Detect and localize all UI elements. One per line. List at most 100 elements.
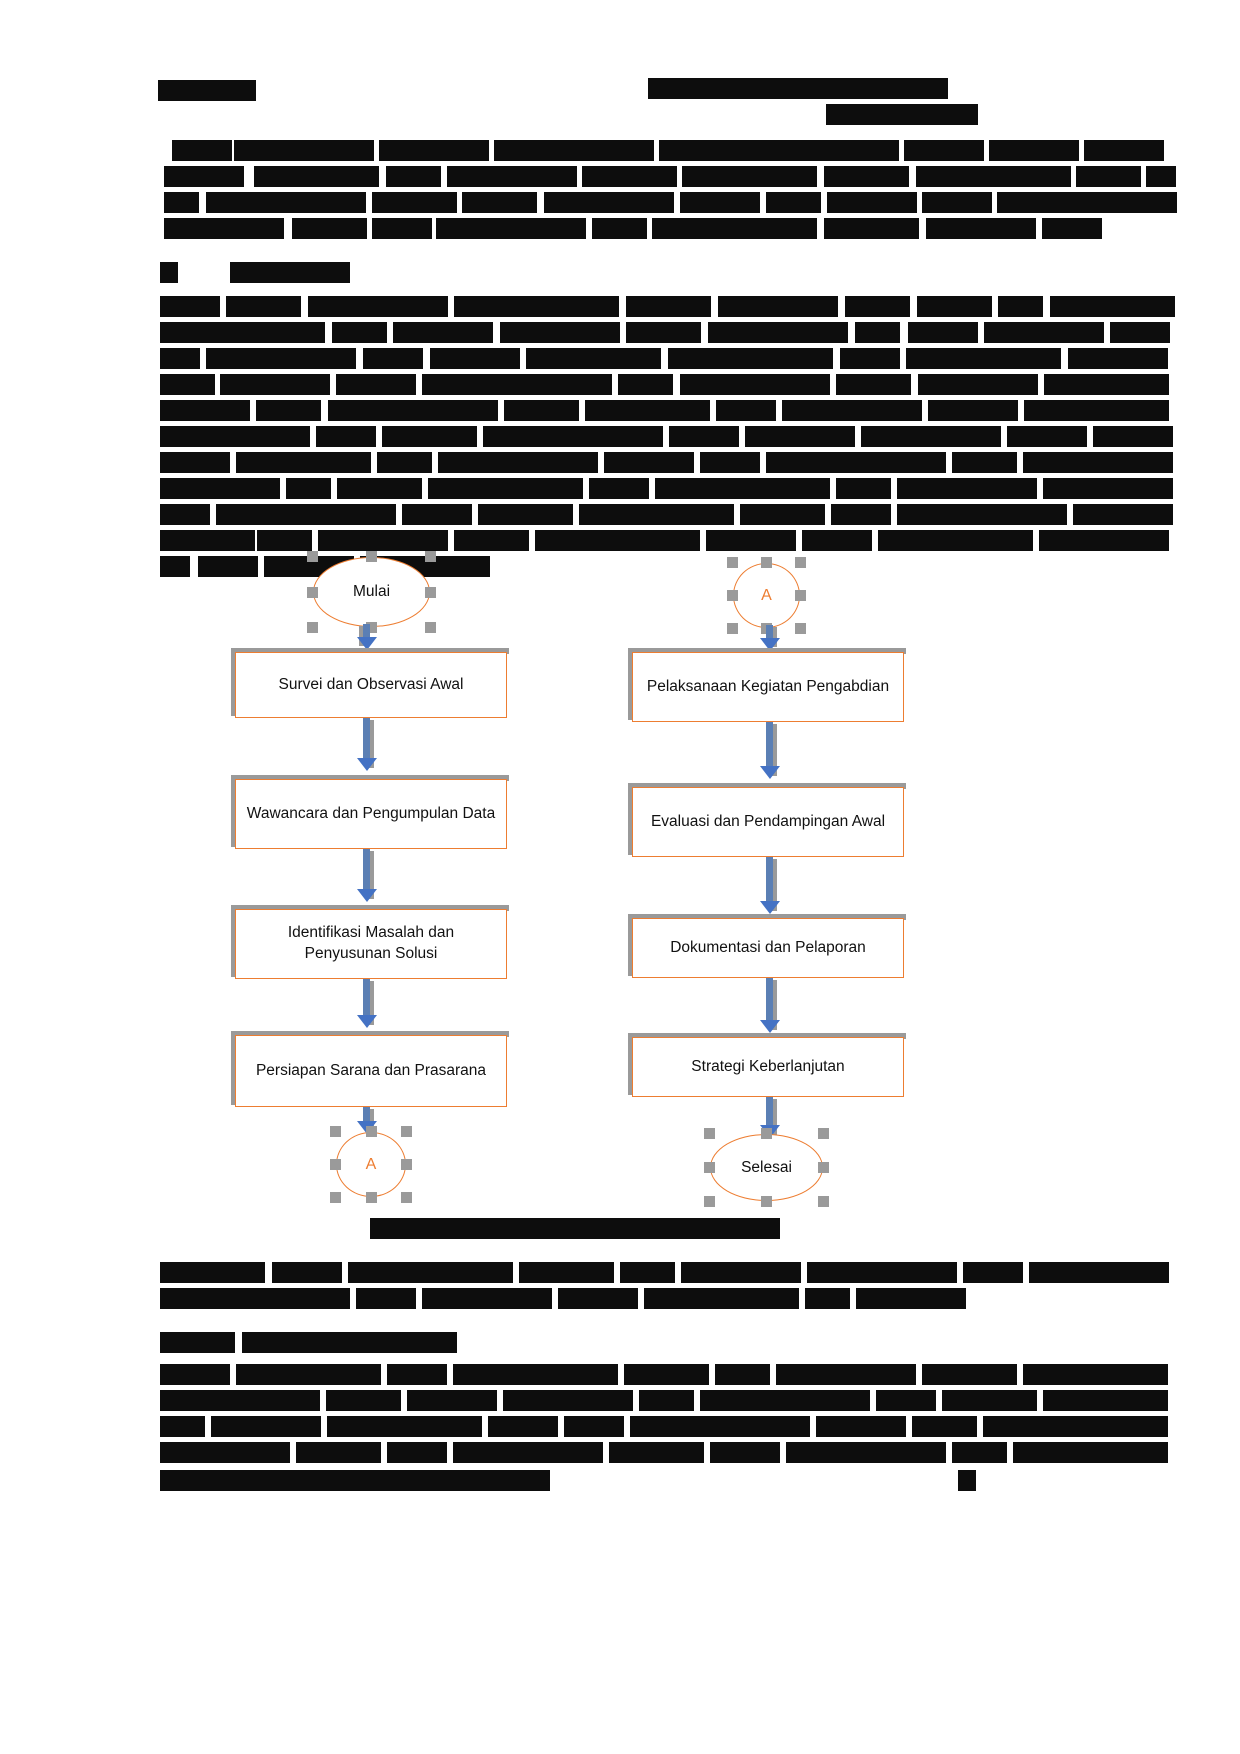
redacted-text-run (236, 1364, 381, 1385)
connector-mulai-step1[interactable] (363, 624, 370, 642)
redacted-text-run (963, 1262, 1023, 1283)
redacted-text-run (824, 218, 919, 239)
redacted-text-run (922, 1364, 1017, 1385)
redacted-text-run (845, 296, 910, 317)
flow-node-label: A (761, 586, 772, 604)
redacted-text-run (626, 296, 711, 317)
redacted-text-run (296, 1442, 381, 1463)
redacted-text-line (160, 348, 1168, 369)
redacted-text-run (292, 218, 367, 239)
redacted-text-run (348, 1262, 513, 1283)
redacted-text-run (257, 530, 312, 551)
redacted-text-run (318, 530, 448, 551)
redacted-text-line (164, 192, 1177, 213)
flow-node-survei-observasi-awal[interactable]: Survei dan Observasi Awal (235, 652, 507, 718)
flow-node-label: A (365, 1155, 377, 1173)
flow-node-dokumentasi-pelaporan[interactable]: Dokumentasi dan Pelaporan (632, 918, 904, 978)
redacted-text-run (1024, 400, 1169, 421)
redacted-text-run (916, 166, 1071, 187)
page-number-redacted (958, 1470, 988, 1496)
redacted-text-run (776, 1364, 916, 1385)
redacted-text-run (519, 1262, 614, 1283)
redacted-text-run (337, 478, 422, 499)
redacted-text-run (897, 478, 1037, 499)
flow-node-mulai[interactable]: Mulai (307, 551, 436, 633)
redacted-text-run (164, 192, 199, 213)
redacted-text-run (669, 426, 739, 447)
connector-step6-step7[interactable] (766, 857, 773, 907)
flow-node-evaluasi-pendampingan-awal[interactable]: Evaluasi dan Pendampingan Awal (632, 787, 904, 857)
redacted-text-run (824, 166, 909, 187)
paragraph-2-redacted (160, 296, 1175, 582)
redacted-text-run (372, 218, 432, 239)
redacted-text-line (160, 530, 1169, 551)
redacted-text-run (564, 1416, 624, 1437)
header-left-redacted (158, 80, 278, 106)
flow-node-persiapan-sarana-prasarana[interactable]: Persiapan Sarana dan Prasarana (235, 1035, 507, 1107)
connector-step3-step4[interactable] (363, 979, 370, 1021)
redacted-text-run (500, 322, 620, 343)
redacted-text-run (454, 530, 529, 551)
redacted-text-run (356, 1288, 416, 1309)
redacted-text-run (624, 1364, 709, 1385)
redacted-text-line (160, 296, 1175, 317)
redacted-text-run (579, 504, 734, 525)
connector-step2-step3[interactable] (363, 849, 370, 895)
redacted-text-run (1043, 1390, 1168, 1411)
redacted-text-run (387, 1364, 447, 1385)
redacted-text-run (164, 166, 244, 187)
flow-node-selesai[interactable]: Selesai (704, 1128, 829, 1207)
redacted-text-run (876, 1390, 936, 1411)
redacted-text-line (164, 140, 1164, 161)
redacted-text-run (998, 296, 1043, 317)
redacted-text-line (164, 166, 1176, 187)
redacted-text-run (504, 400, 579, 421)
flow-node-label: Mulai (352, 583, 391, 600)
flow-node-label: Dokumentasi dan Pelaporan (670, 938, 866, 956)
redacted-text-run (1068, 348, 1168, 369)
redacted-text-run (912, 1416, 977, 1437)
flow-node-wawancara-pengumpulan-data[interactable]: Wawancara dan Pengumpulan Data (235, 779, 507, 849)
flow-node-strategi-keberlanjutan[interactable]: Strategi Keberlanjutan (632, 1037, 904, 1097)
connector-step1-step2[interactable] (363, 718, 370, 764)
redacted-text-run (428, 478, 583, 499)
redacted-text-run (160, 1262, 265, 1283)
redacted-text-run (382, 426, 477, 447)
redacted-text-line (160, 452, 1173, 473)
connector-connectorA-step5[interactable] (766, 625, 773, 643)
connector-step5-step6[interactable] (766, 722, 773, 772)
redacted-text-run (160, 530, 255, 551)
redacted-text-run (745, 426, 855, 447)
redacted-text-run (336, 374, 416, 395)
redacted-text-run (160, 348, 200, 369)
redacted-text-run (308, 296, 448, 317)
flow-node-connector-a-in[interactable]: A (727, 557, 806, 634)
connector-step7-step8[interactable] (766, 978, 773, 1026)
flow-node-label: Persiapan Sarana dan Prasarana (255, 1061, 487, 1079)
redacted-text-run (652, 218, 817, 239)
redacted-text-run (220, 374, 330, 395)
redacted-text-run (952, 1442, 1007, 1463)
redacted-text-run (402, 504, 472, 525)
flow-node-label: Identifikasi Masalah dan Penyusunan Solu… (287, 924, 455, 962)
flow-node-identifikasi-masalah-penyusunan-solusi[interactable]: Identifikasi Masalah dan Penyusunan Solu… (235, 909, 507, 979)
redacted-text-run (286, 478, 331, 499)
flow-node-label: Evaluasi dan Pendampingan Awal (650, 812, 886, 830)
connector-step8-selesai[interactable] (766, 1097, 773, 1131)
flow-node-label: Strategi Keberlanjutan (691, 1057, 845, 1075)
redacted-text-run (926, 218, 1036, 239)
redacted-text-run (160, 504, 210, 525)
redacted-text-run (906, 348, 1061, 369)
redacted-text-run (172, 140, 232, 161)
connector-step4-connectorA[interactable] (363, 1107, 370, 1127)
section-heading-3-redacted (160, 1332, 976, 1358)
redacted-text-run (1029, 1262, 1169, 1283)
redacted-text-run (918, 374, 1038, 395)
redacted-text-line (160, 1442, 1168, 1463)
redacted-text-run (160, 296, 220, 317)
redacted-text-run (681, 1262, 801, 1283)
redacted-text-run (327, 1416, 482, 1437)
redacted-text-run (585, 400, 710, 421)
flow-node-pelaksanaan-kegiatan-pengabdian[interactable]: Pelaksanaan Kegiatan Pengabdian (632, 652, 904, 722)
flow-node-connector-a-out[interactable]: A (330, 1126, 412, 1203)
